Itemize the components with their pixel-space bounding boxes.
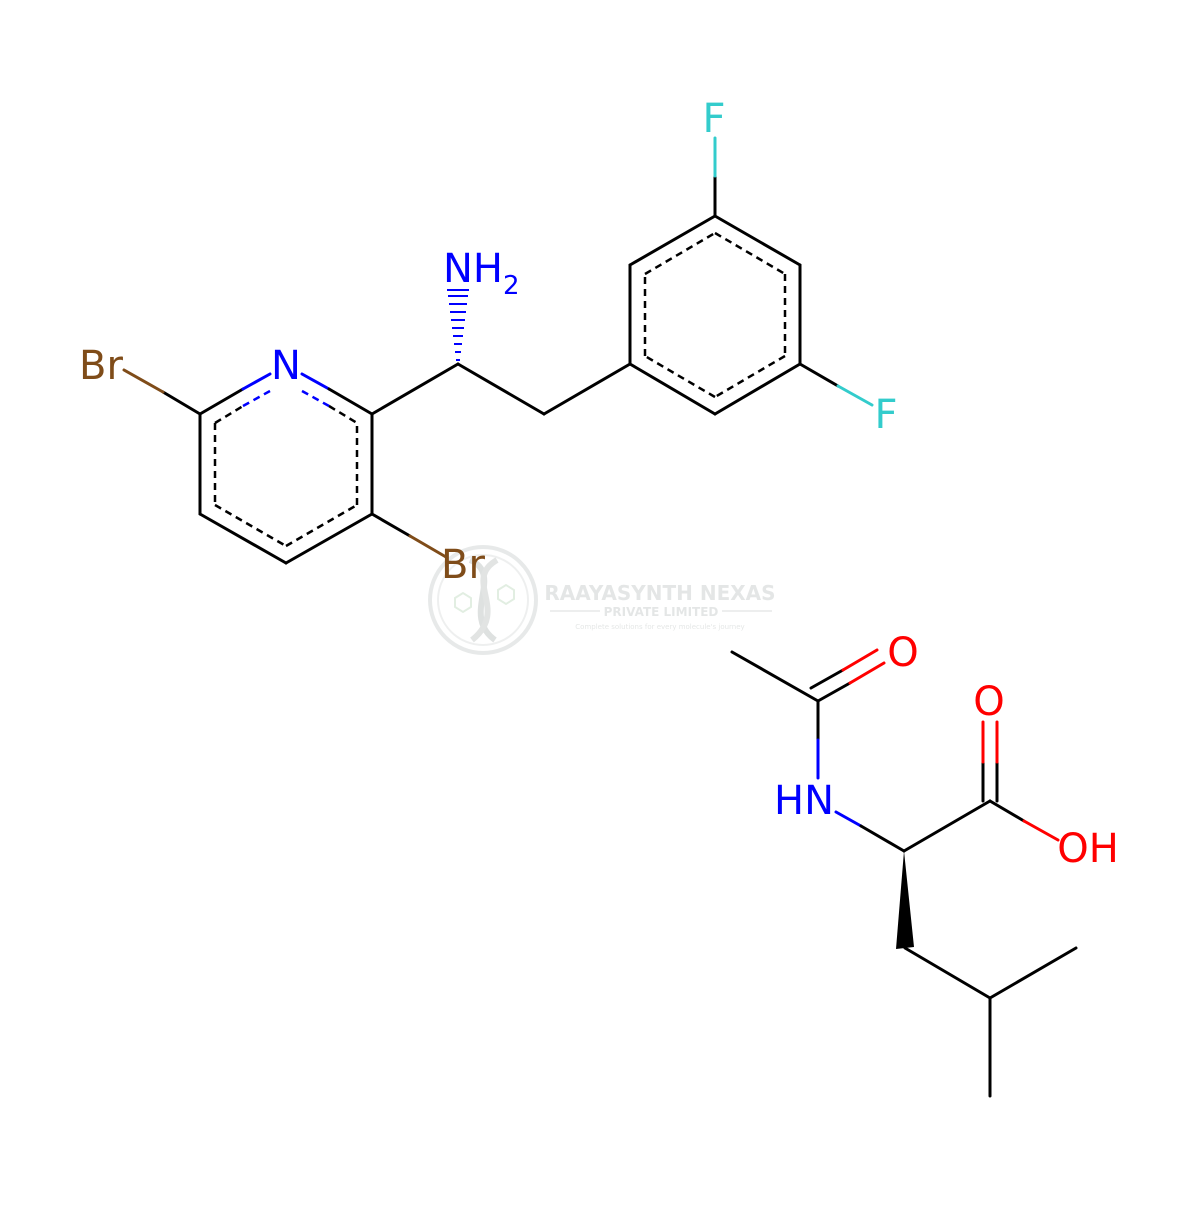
aromatic-bond [328, 404, 358, 425]
wedge-bond [896, 851, 914, 949]
acetyl-leucine [730, 648, 1078, 1098]
bond [456, 362, 546, 416]
hydroxyl-label: OH [1057, 826, 1119, 872]
bromine-label: Br [79, 343, 123, 389]
bond [370, 362, 460, 416]
fluorine-label: F [874, 392, 897, 438]
bond [809, 668, 845, 690]
aromatic-bond [214, 503, 287, 548]
aromatic-bond [714, 231, 786, 276]
amine-label-main: NH [443, 246, 503, 292]
bond [198, 512, 288, 565]
bromine-bonds [122, 368, 448, 559]
bond [300, 372, 331, 391]
fluorine-label: F [702, 96, 725, 142]
watermark-subtitle: PRIVATE LIMITED [604, 605, 719, 619]
bond [370, 512, 412, 538]
watermark-title: RAAYASYNTH NEXAS [544, 581, 775, 605]
side-chain [370, 289, 632, 416]
bond [848, 661, 886, 685]
bond [713, 362, 802, 416]
pyridine-nitrogen-label: N [271, 343, 301, 389]
bond [628, 214, 717, 267]
bond [241, 372, 272, 391]
bond [816, 681, 852, 703]
bond [198, 387, 245, 416]
watermark-tagline: Complete solutions for every molecule's … [575, 623, 744, 631]
fluorine-bonds [713, 136, 874, 407]
atom-labels: Br N Br NH2 F F O HN O OH [79, 96, 1119, 872]
bond [902, 799, 992, 853]
bond [713, 214, 802, 267]
bond [1022, 819, 1060, 842]
bond [798, 362, 840, 388]
aromatic-bond [644, 231, 716, 276]
bond [988, 946, 1078, 1000]
aromatic-bond [285, 503, 358, 548]
bond [841, 648, 879, 672]
bond [903, 946, 992, 1000]
amide-nitrogen-label: HN [774, 778, 834, 824]
aromatic-bond [301, 389, 330, 408]
acetyl-oxygen-label: O [887, 630, 918, 676]
bond [327, 387, 374, 416]
bromine-label: Br [441, 542, 485, 588]
bond [988, 799, 1026, 823]
bond [284, 512, 374, 565]
difluorophenyl-ring [628, 214, 802, 416]
watermark-logo [428, 545, 538, 655]
carbonyl-oxygen-label: O [973, 679, 1004, 725]
bond [834, 810, 863, 828]
bond [628, 362, 717, 416]
hashed-wedge-bond [447, 289, 469, 361]
amine-label-subscript: 2 [503, 271, 520, 301]
bond [730, 650, 820, 703]
bond [408, 534, 448, 559]
pyridine-ring [198, 372, 374, 565]
bond [542, 362, 632, 416]
bond [122, 368, 165, 394]
amine-label: NH2 [443, 246, 520, 301]
aromatic-bond [242, 389, 271, 408]
bond [836, 384, 874, 407]
aromatic-bond [714, 354, 786, 399]
bond [161, 390, 202, 416]
aromatic-bond [644, 354, 716, 399]
watermark: RAAYASYNTH NEXAS PRIVATE LIMITED Complet… [428, 545, 776, 655]
aromatic-bond [214, 404, 244, 425]
bond [859, 824, 906, 853]
